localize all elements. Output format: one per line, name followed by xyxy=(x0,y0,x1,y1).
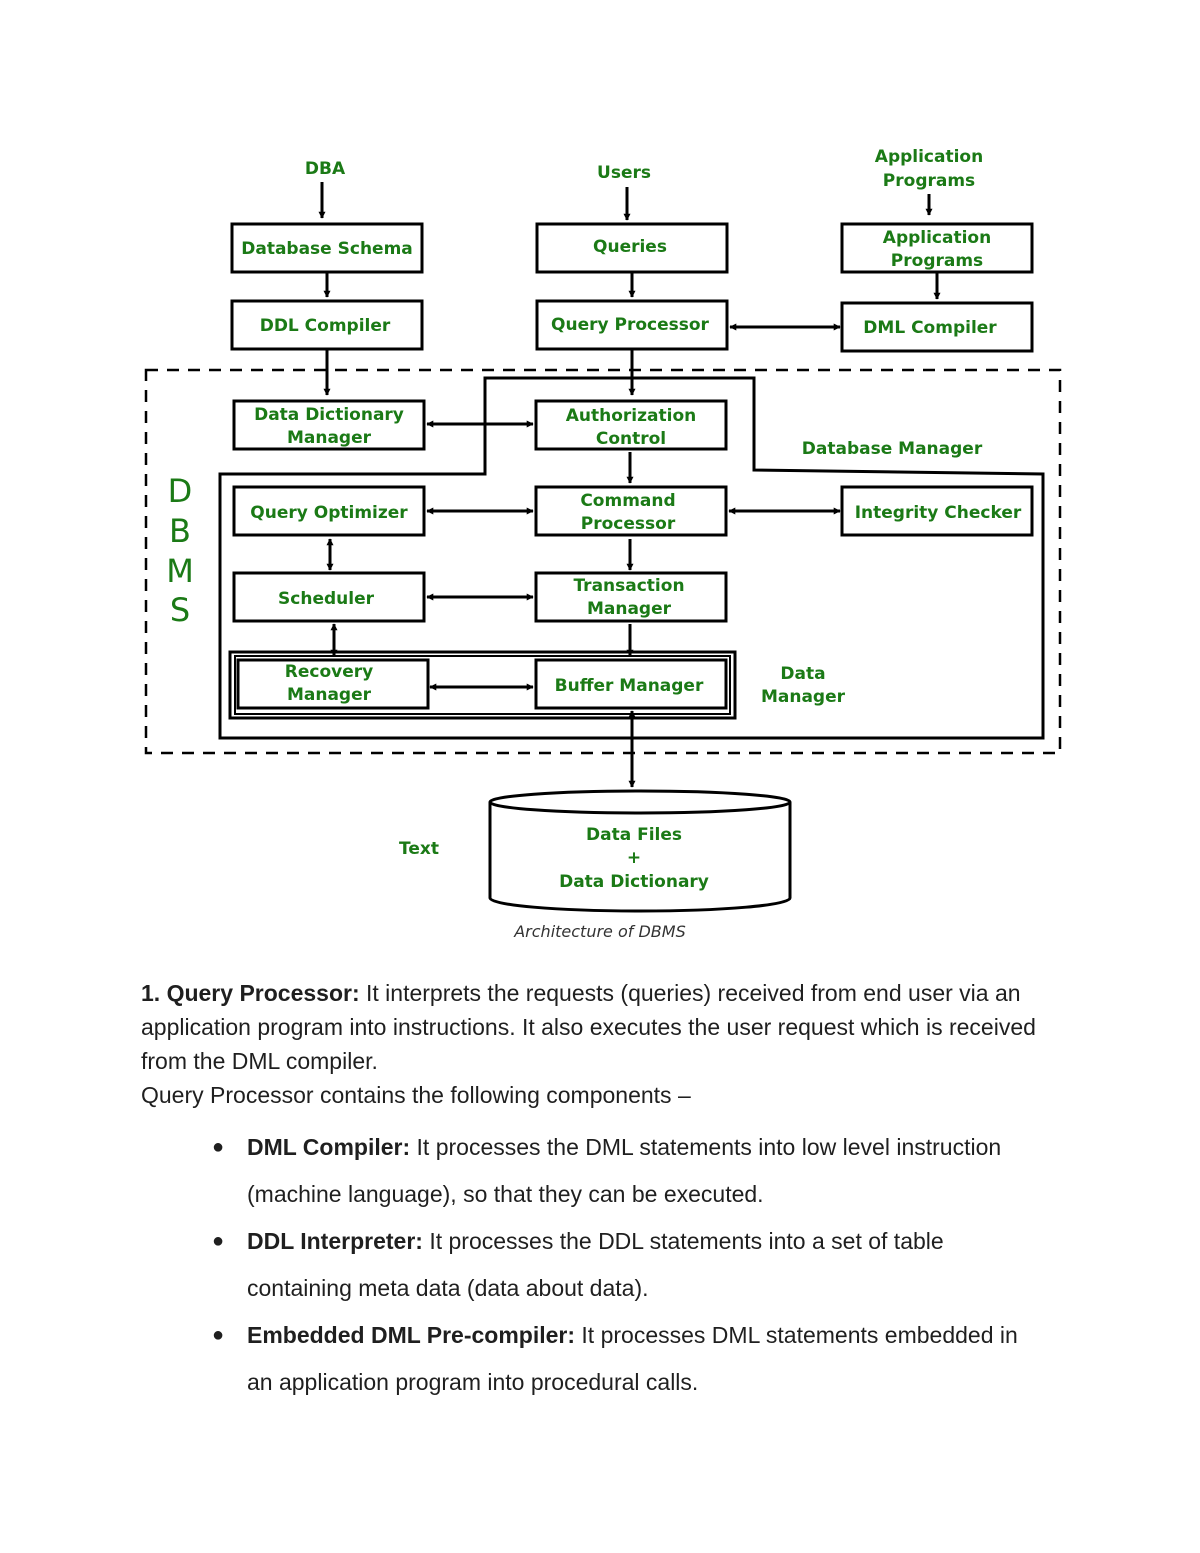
buffer-manager-box xyxy=(534,658,728,710)
component-term: DML Compiler: xyxy=(247,1134,411,1160)
components-heading: Query Processor contains the following c… xyxy=(141,1082,691,1108)
command-processor-label-2: Processor xyxy=(581,514,676,534)
dml-compiler-box xyxy=(840,301,1034,353)
ddl-compiler-box xyxy=(230,299,424,351)
data-manager-label-1: Data xyxy=(780,664,825,684)
storage-label-3: Data Dictionary xyxy=(559,872,709,892)
list-item: ● DDL Interpreter: It processes the DDL s… xyxy=(141,1218,1037,1312)
users-label: Users xyxy=(597,163,651,183)
bullet-icon: ● xyxy=(212,1324,225,1346)
recovery-manager-label-2: Manager xyxy=(287,685,372,705)
queries-label: Queries xyxy=(593,237,667,257)
queries-box xyxy=(535,222,729,274)
component-description: It processes the DML statements into low… xyxy=(247,1134,1002,1207)
transaction-manager-label-1: Transaction xyxy=(573,576,684,596)
application-programs-box xyxy=(840,222,1034,274)
authorization-control-label-2: Control xyxy=(596,429,666,449)
section-number: 1. xyxy=(141,980,161,1006)
data-dictionary-manager-label-2: Manager xyxy=(287,428,372,448)
database-schema-box xyxy=(230,222,424,274)
buffer-manager-label: Buffer Manager xyxy=(555,676,704,696)
app-programs-label-2: Programs xyxy=(883,171,975,191)
list-item: ● DML Compiler: It processes the DML stat… xyxy=(141,1124,1037,1218)
storage-label-2: + xyxy=(627,848,641,868)
scheduler-label: Scheduler xyxy=(278,589,375,609)
storage-cylinder xyxy=(488,789,792,913)
section-description: It interprets the requests (queries) rec… xyxy=(141,980,1036,1074)
application-programs-label-1: Application xyxy=(883,228,991,248)
bullet-icon: ● xyxy=(212,1230,225,1252)
query-processor-label: Query Processor xyxy=(551,315,710,335)
component-term: DDL Interpreter: xyxy=(247,1228,423,1254)
query-optimizer-box xyxy=(232,485,426,537)
storage-label-1: Data Files xyxy=(586,825,682,845)
document-body: 1. Query Processor: It interprets the re… xyxy=(141,976,1061,1406)
dba-label: DBA xyxy=(305,159,346,179)
data-manager-inner-region xyxy=(234,655,731,715)
command-processor-box xyxy=(534,485,728,537)
recovery-manager-box xyxy=(236,658,430,710)
query-processor-box xyxy=(535,299,729,351)
list-item: ● Embedded DML Pre-compiler: It processes… xyxy=(141,1312,1037,1406)
text-label: Text xyxy=(399,839,439,859)
dbms-letter-b: B xyxy=(169,512,191,550)
component-term: Embedded DML Pre-compiler: xyxy=(247,1322,576,1348)
app-programs-label-1: Application xyxy=(875,147,983,167)
dml-compiler-label: DML Compiler xyxy=(863,318,997,338)
data-manager-region xyxy=(228,650,737,720)
application-programs-label-2: Programs xyxy=(891,251,983,271)
recovery-manager-label-1: Recovery xyxy=(285,662,373,682)
dbms-letter-m: M xyxy=(166,552,194,590)
dbms-letter-s: S xyxy=(170,591,190,629)
section-term: Query Processor: xyxy=(166,980,360,1006)
query-optimizer-label: Query Optimizer xyxy=(250,503,408,523)
data-dictionary-manager-label-1: Data Dictionary xyxy=(254,405,404,425)
dbms-letter-d: D xyxy=(168,472,193,510)
component-description: It processes the DDL statements into a s… xyxy=(247,1228,944,1301)
diagram-caption: Architecture of DBMS xyxy=(513,922,686,941)
component-description: It processes DML statements embedded in … xyxy=(247,1322,1018,1395)
database-schema-label: Database Schema xyxy=(241,239,413,259)
components-list: ● DML Compiler: It processes the DML stat… xyxy=(141,1124,1061,1406)
connectors xyxy=(318,182,941,788)
integrity-checker-label: Integrity Checker xyxy=(855,503,1022,523)
transaction-manager-label-2: Manager xyxy=(587,599,672,619)
transaction-manager-box xyxy=(534,571,728,623)
dbms-boundary xyxy=(144,368,1062,755)
bullet-icon: ● xyxy=(212,1136,225,1158)
scheduler-box xyxy=(232,571,426,623)
database-manager-label: Database Manager xyxy=(802,439,983,459)
dbms-architecture-diagram: DBA Users Application Programs Database … xyxy=(144,147,1062,941)
database-manager-region xyxy=(218,376,1045,740)
command-processor-label-1: Command xyxy=(580,491,675,511)
query-processor-paragraph: 1. Query Processor: It interprets the re… xyxy=(141,976,1061,1078)
data-manager-label-2: Manager xyxy=(761,687,846,707)
ddl-compiler-label: DDL Compiler xyxy=(260,316,391,336)
authorization-control-box xyxy=(534,399,728,451)
authorization-control-label-1: Authorization xyxy=(566,406,696,426)
integrity-checker-box xyxy=(840,485,1034,537)
data-dictionary-manager-box xyxy=(232,399,426,451)
